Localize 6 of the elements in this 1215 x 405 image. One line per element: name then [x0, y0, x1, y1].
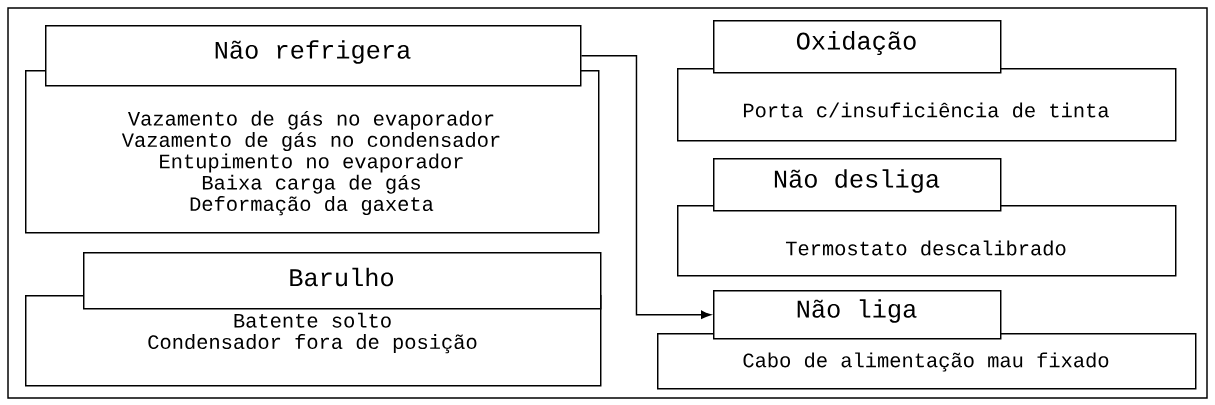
header-box: Não liga — [713, 290, 1002, 340]
header-box: Não refrigera — [45, 25, 582, 87]
arrow — [580, 55, 711, 319]
header-box: Não desliga — [713, 158, 1002, 212]
header-box: Barulho — [83, 252, 602, 310]
header-box: Oxidação — [713, 20, 1002, 74]
